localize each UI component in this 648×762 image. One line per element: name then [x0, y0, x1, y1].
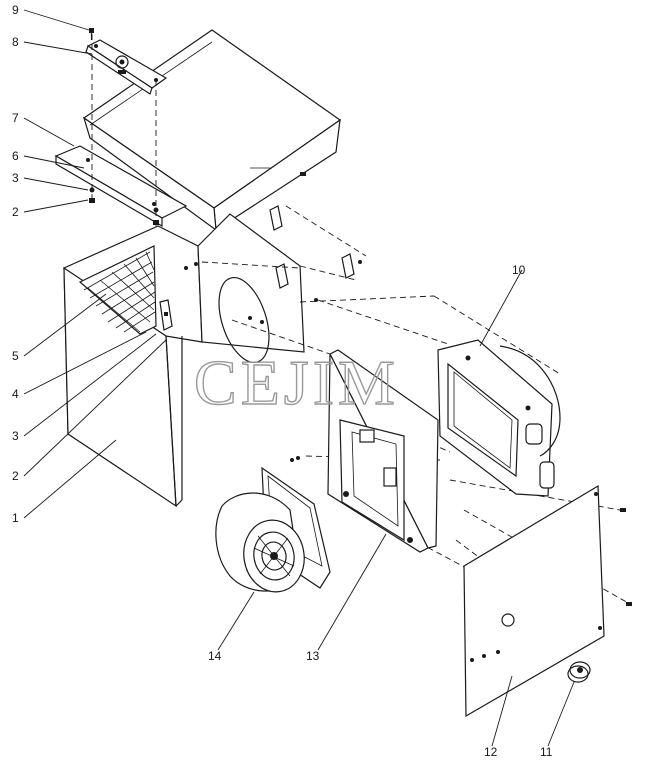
callout-7: 7: [12, 111, 19, 125]
callout-9: 9: [12, 3, 19, 17]
callout-13: 13: [306, 649, 320, 663]
control-knob: [567, 661, 591, 683]
callout-10: 10: [512, 263, 526, 277]
washer: [89, 187, 95, 193]
leader-lines: [23, 9, 575, 747]
callout-labels: 9 8 7 6 3 2 5 4 3 2 1 10 14 13 12 11: [12, 3, 553, 759]
callout-3-bottom: 3: [12, 429, 19, 443]
nut: [153, 220, 159, 225]
filter-mesh: [78, 245, 157, 335]
callout-4: 4: [12, 387, 19, 401]
callout-6: 6: [12, 149, 19, 163]
heater-core: [437, 339, 561, 497]
callout-2-bottom: 2: [12, 469, 19, 483]
callout-12: 12: [484, 745, 498, 759]
mounting-bracket: [54, 145, 188, 228]
blower-fan: [215, 466, 331, 593]
callout-8: 8: [12, 35, 19, 49]
top-screw: [89, 28, 94, 40]
washer: [153, 207, 159, 213]
heater-frame: [327, 349, 439, 553]
housing-clip-right: [269, 205, 355, 289]
callout-2-top: 2: [12, 205, 19, 219]
callout-5: 5: [12, 349, 19, 363]
callout-14: 14: [208, 649, 222, 663]
callout-3-top: 3: [12, 171, 19, 185]
nut: [89, 198, 95, 203]
callout-1: 1: [12, 511, 19, 525]
callout-11: 11: [540, 745, 553, 759]
front-cover-plate: [463, 484, 605, 718]
top-handle-bracket: [85, 39, 168, 95]
watermark-text: CEJIM: [194, 347, 399, 418]
side-panel-opening: [218, 277, 270, 363]
housing-clip: [159, 299, 173, 331]
